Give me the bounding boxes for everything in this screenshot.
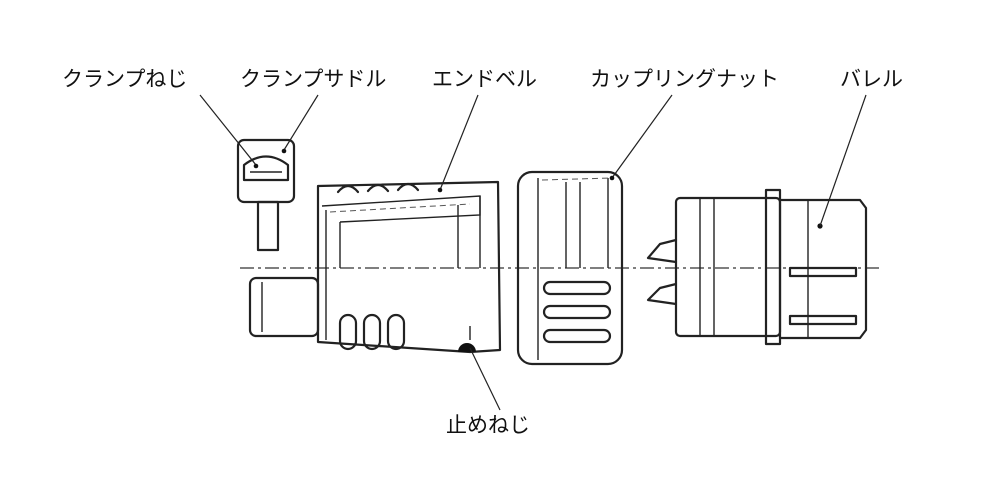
- barrel-slot-1: [788, 266, 858, 278]
- label-clamp-saddle: クランプサドル: [240, 67, 386, 91]
- label-end-bell: エンドベル: [432, 67, 537, 91]
- leader-stop-screw: [469, 347, 501, 411]
- end-bell-slot-1: [338, 313, 358, 351]
- leader-end-bell: [439, 94, 479, 191]
- coupling-nut-part: [516, 170, 624, 366]
- label-stop-screw: 止めねじ: [446, 413, 530, 437]
- barrel-ring: [764, 188, 782, 346]
- end-bell-bump-2: [366, 183, 390, 193]
- coupling-rib-2: [542, 304, 612, 320]
- leader-dot-clamp-screw: [253, 163, 259, 169]
- leader-dot-clamp-saddle: [281, 148, 287, 154]
- end-bell-bump-1: [336, 184, 360, 194]
- barrel-key-bottom: [646, 282, 678, 306]
- label-coupling-nut: カップリングナット: [590, 67, 779, 91]
- end-bell-taper: [321, 195, 481, 223]
- barrel-sleeve: [778, 198, 868, 340]
- label-clamp-screw: クランプねじ: [62, 67, 187, 91]
- barrel-part: [646, 188, 868, 346]
- end-bell-bump-3: [396, 182, 420, 192]
- clamp-screw-part: [236, 138, 296, 252]
- stop-screw-head: [458, 343, 476, 352]
- end-bell-part: [248, 180, 502, 354]
- leader-clamp-screw: [199, 94, 257, 166]
- leader-dot-end-bell: [437, 187, 443, 193]
- coupling-nut-hidden: [541, 177, 613, 181]
- barrel-slot-2: [788, 314, 858, 326]
- coupling-rib-1: [542, 280, 612, 296]
- clamp-saddle-arch: [242, 155, 290, 182]
- leader-barrel: [819, 94, 867, 227]
- end-bell-hidden-line: [329, 203, 471, 213]
- barrel-key-top: [646, 238, 678, 264]
- tail-clamp: [248, 276, 320, 338]
- coupling-nut-body: [516, 170, 624, 366]
- end-bell-body: [316, 180, 502, 354]
- leader-clamp-saddle: [283, 94, 319, 151]
- leader-dot-coupling-nut: [609, 175, 615, 181]
- leader-coupling-nut: [611, 94, 673, 179]
- label-barrel: バレル: [840, 67, 903, 91]
- clamp-screw-shaft: [256, 200, 280, 252]
- end-bell-slot-3: [386, 313, 406, 351]
- end-bell-slot-2: [362, 313, 382, 351]
- barrel-flange: [674, 196, 782, 338]
- coupling-rib-3: [542, 328, 612, 344]
- clamp-saddle-body: [236, 138, 296, 204]
